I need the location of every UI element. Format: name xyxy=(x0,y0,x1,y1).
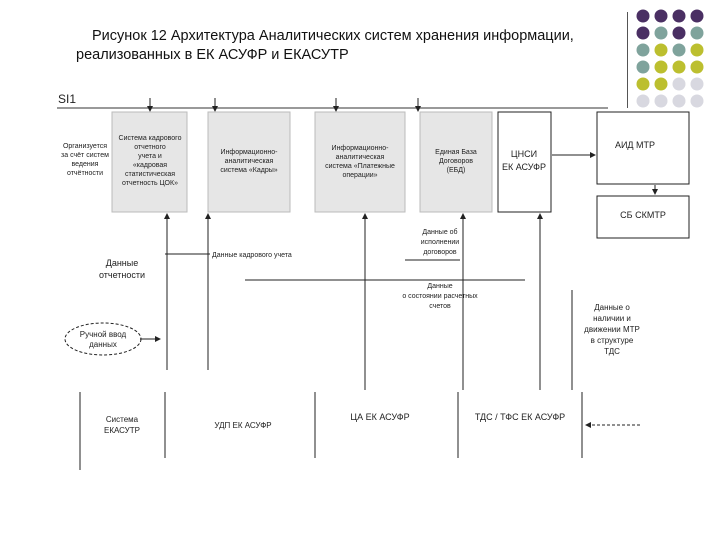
svg-text:учета и: учета и xyxy=(138,153,162,160)
svg-text:ЦНСИ: ЦНСИ xyxy=(511,149,537,159)
frame-label: SI1 xyxy=(58,92,76,106)
sys-tds: ТДС / ТФС ЕК АСУФР xyxy=(475,412,565,422)
svg-text:Данные о: Данные о xyxy=(594,303,630,312)
decor-dot xyxy=(690,43,704,57)
decorative-dot-grid xyxy=(636,9,704,108)
svg-text:Организуется: Организуется xyxy=(63,143,107,150)
box6-text: АИД МТР xyxy=(615,140,655,150)
decor-dot xyxy=(636,60,650,74)
svg-text:о состоянии расчетных: о состоянии расчетных xyxy=(402,293,478,300)
svg-text:Единая База: Единая База xyxy=(435,149,477,156)
svg-text:отчётности: отчётности xyxy=(67,170,103,177)
svg-text:Информационно-: Информационно- xyxy=(221,149,279,156)
manual-input-ellipse xyxy=(64,322,142,356)
svg-text:ЕКАСУТР: ЕКАСУТР xyxy=(104,426,140,435)
svg-text:Данные: Данные xyxy=(427,283,452,290)
decor-dot xyxy=(654,94,668,108)
svg-text:отчетности: отчетности xyxy=(99,270,145,280)
decor-dot xyxy=(690,94,704,108)
title-divider xyxy=(627,12,628,108)
decor-dot xyxy=(636,26,650,40)
svg-text:ЕК АСУФР: ЕК АСУФР xyxy=(502,162,546,172)
svg-text:в структуре: в структуре xyxy=(591,336,634,345)
decor-dot xyxy=(654,60,668,74)
box-aid-mtr xyxy=(596,111,690,185)
svg-text:договоров: договоров xyxy=(423,249,457,256)
title-line-2: реализованных в ЕК АСУФР и ЕКАСУТР xyxy=(76,47,349,63)
label-contract-data: Данные об исполнении договоров xyxy=(421,228,460,256)
label-mtr-data: Данные о наличии и движении МТР в структ… xyxy=(584,303,640,356)
svg-text:Информационно-: Информационно- xyxy=(332,145,390,152)
left-note: Организуется за счёт систем ведения отчё… xyxy=(61,143,109,177)
svg-text:ведения: ведения xyxy=(72,161,99,168)
box-ebd xyxy=(419,111,493,213)
figure-title: Рисунок 12 Архитектура Аналитических сис… xyxy=(76,27,636,65)
box-kadr-statistics xyxy=(111,111,188,213)
decor-dot xyxy=(672,60,686,74)
decor-dot xyxy=(636,9,650,23)
svg-text:исполнении: исполнении xyxy=(421,239,460,246)
box-sb-skmtr xyxy=(596,195,690,239)
svg-text:система «Кадры»: система «Кадры» xyxy=(220,167,277,174)
box2-text: Информационно- аналитическая система «Ка… xyxy=(220,149,278,174)
svg-text:отчетного: отчетного xyxy=(134,144,166,151)
box-ias-payments xyxy=(314,111,406,213)
manual-input-text: Ручной ввод данных xyxy=(80,330,127,349)
box4-text: Единая База Договоров (ЕБД) xyxy=(435,149,477,174)
svg-text:наличии и: наличии и xyxy=(593,314,631,323)
svg-text:Система кадрового: Система кадрового xyxy=(119,135,182,142)
sys-ekasutr: Система ЕКАСУТР xyxy=(104,415,140,435)
decor-dot xyxy=(690,60,704,74)
sys-ca: ЦА ЕК АСУФР xyxy=(350,412,409,422)
box7-text: СБ СКМТР xyxy=(620,210,666,220)
decor-dot xyxy=(654,9,668,23)
label-data-reporting: Данные отчетности xyxy=(99,258,145,280)
decor-dot xyxy=(690,77,704,91)
sys-udp: УДП ЕК АСУФР xyxy=(214,421,271,430)
decor-dot xyxy=(672,26,686,40)
svg-text:Данные: Данные xyxy=(106,258,139,268)
box-cnsi xyxy=(497,111,552,213)
decor-dot xyxy=(654,43,668,57)
svg-text:отчетность ЦОК»: отчетность ЦОК» xyxy=(122,180,178,187)
svg-text:Ручной ввод: Ручной ввод xyxy=(80,330,127,339)
box1-text: Система кадрового отчетного учета и «кад… xyxy=(119,135,182,187)
svg-text:операции»: операции» xyxy=(342,172,377,179)
decor-dot xyxy=(654,26,668,40)
decor-dot xyxy=(690,9,704,23)
svg-text:аналитическая: аналитическая xyxy=(336,154,385,161)
decor-dot xyxy=(672,9,686,23)
svg-text:Договоров: Договоров xyxy=(439,158,473,165)
svg-text:движении МТР: движении МТР xyxy=(584,325,640,334)
svg-text:за счёт систем: за счёт систем xyxy=(61,152,109,159)
title-line-1: Рисунок 12 Архитектура Аналитических сис… xyxy=(92,28,574,44)
svg-text:счетов: счетов xyxy=(429,303,451,310)
decor-dot xyxy=(654,77,668,91)
decor-dot xyxy=(636,77,650,91)
svg-text:статистическая: статистическая xyxy=(125,171,175,178)
label-kadr-data: Данные кадрового учета xyxy=(212,252,292,259)
box-ias-kadry xyxy=(207,111,291,213)
svg-text:аналитическая: аналитическая xyxy=(225,158,274,165)
svg-text:Данные об: Данные об xyxy=(422,228,457,236)
svg-text:данных: данных xyxy=(89,340,117,349)
svg-text:ТДС: ТДС xyxy=(604,347,620,356)
label-state-data: Данные о состоянии расчетных счетов xyxy=(402,283,478,310)
decor-dot xyxy=(636,43,650,57)
box5-text: ЦНСИ ЕК АСУФР xyxy=(502,149,546,172)
decor-dot xyxy=(636,94,650,108)
svg-text:(ЕБД): (ЕБД) xyxy=(447,167,466,174)
decor-dot xyxy=(672,77,686,91)
svg-text:Система: Система xyxy=(106,415,139,424)
decor-dot xyxy=(672,43,686,57)
decor-dot xyxy=(672,94,686,108)
box3-text: Информационно- аналитическая система «Пл… xyxy=(325,145,395,179)
svg-text:система «Платежные: система «Платежные xyxy=(325,163,395,170)
decor-dot xyxy=(690,26,704,40)
svg-text:«кадровая: «кадровая xyxy=(133,162,167,169)
